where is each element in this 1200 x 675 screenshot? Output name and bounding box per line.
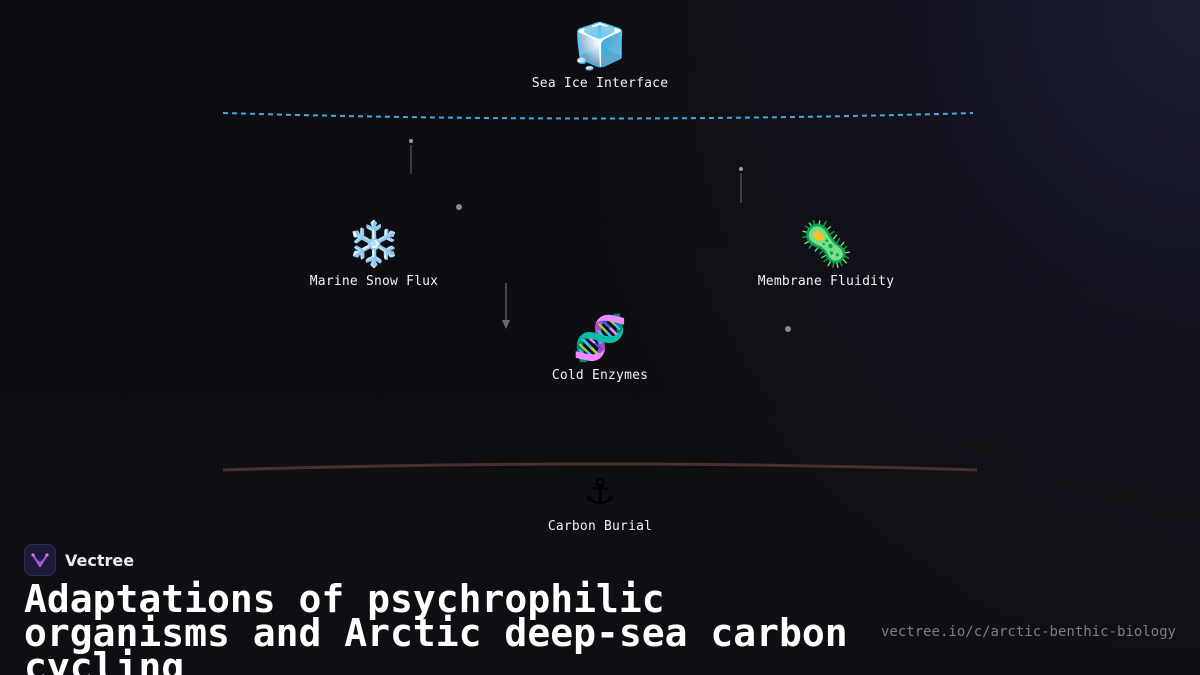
node-label: Marine Snow Flux [309,274,439,289]
connector-left-top [409,139,413,174]
connector-right-top [739,167,743,203]
node-membrane-fluidity: 🦠 Membrane Fluidity [716,219,936,290]
seafloor-boundary-line [222,462,978,472]
node-carbon-burial: ⚓ Carbon Burial [490,464,710,535]
particle-dot [785,326,791,332]
node-label: Membrane Fluidity [757,274,895,289]
source-url[interactable]: vectree.io/c/arctic-benthic-biology [880,624,1176,640]
node-label: Sea Ice Interface [531,76,669,91]
brand: Vectree [24,544,134,576]
node-marine-snow-flux: ❄️ Marine Snow Flux [264,219,484,290]
page-title: Adaptations of psychrophilic organisms a… [24,577,848,675]
node-sea-ice-interface: 🧊 Sea Ice Interface [490,21,710,92]
node-cold-enzymes: 🧬 Cold Enzymes [490,313,710,384]
sea-ice-boundary-line [222,112,974,120]
vectree-logo-icon [24,544,56,576]
node-label: Carbon Burial [547,519,653,534]
node-label: Cold Enzymes [551,368,649,383]
snowflake-icon: ❄️ [346,219,402,270]
anchor-icon: ⚓ [586,464,614,515]
microbe-icon: 🦠 [798,219,854,270]
connector-arrow-down [502,283,510,329]
ice-cube-icon: 🧊 [572,21,628,72]
dna-icon: 🧬 [572,313,628,364]
particle-dot [456,204,462,210]
brand-name: Vectree [65,550,135,570]
